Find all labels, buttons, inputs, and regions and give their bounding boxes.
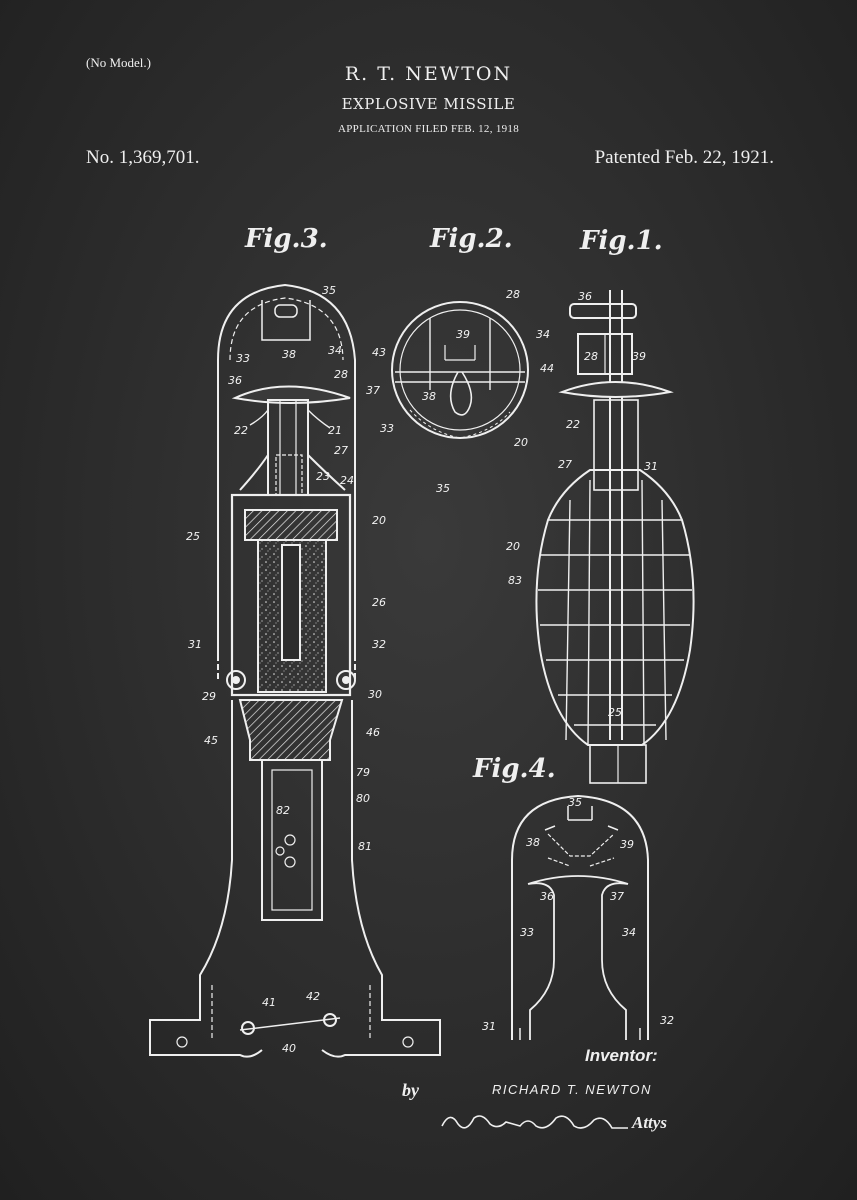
inventor-name-heading: R. T. NEWTON [344, 63, 513, 85]
by-label: by [402, 1080, 419, 1100]
figure-3-label: Fig.3. [245, 224, 328, 254]
figure-4-reference-numerals: 35 38 39 36 37 33 34 31 32 [482, 796, 674, 1033]
ref-numeral: 42 [306, 990, 320, 1003]
ref-numeral: 28 [506, 288, 520, 301]
ref-numeral: 45 [204, 734, 218, 747]
ref-numeral: 28 [584, 350, 598, 363]
ref-numeral: 34 [536, 328, 550, 341]
ref-numeral: 41 [262, 996, 276, 1009]
ref-numeral: 39 [620, 838, 634, 851]
ref-numeral: 44 [540, 362, 554, 375]
patent-number: No. 1,369,701. [86, 147, 200, 168]
ref-numeral: 29 [202, 690, 216, 703]
ref-numeral: 20 [372, 514, 386, 527]
ref-numeral: 25 [608, 706, 622, 719]
application-filed-date: APPLICATION FILED FEB. 12, 1918 [337, 123, 520, 135]
ref-numeral: 35 [322, 284, 336, 297]
figure-2-reference-numerals: 28 39 34 43 44 38 33 20 35 [372, 288, 554, 495]
patented-date: Patented Feb. 22, 1921. [594, 147, 774, 168]
ref-numeral: 39 [632, 350, 646, 363]
ref-numeral: 31 [188, 638, 202, 651]
ref-numeral: 32 [660, 1014, 674, 1027]
ref-numeral: 24 [340, 474, 354, 487]
ref-numeral: 27 [334, 444, 348, 457]
attorneys-label: Attys [632, 1113, 667, 1132]
ref-numeral: 22 [566, 418, 580, 431]
ref-numeral: 46 [366, 726, 380, 739]
ref-numeral: 35 [568, 796, 582, 809]
figure-1-drawing [535, 290, 695, 784]
ref-numeral: 80 [356, 792, 370, 805]
ref-numeral: 31 [482, 1020, 496, 1033]
ref-numeral: 38 [422, 390, 436, 403]
no-model-note: (No Model.) [86, 55, 151, 70]
ref-numeral: 36 [578, 290, 592, 303]
ref-numeral: 37 [366, 384, 380, 397]
ref-numeral: 39 [456, 328, 470, 341]
ref-numeral: 22 [234, 424, 248, 437]
ref-numeral: 26 [372, 596, 386, 609]
ref-numeral: 37 [610, 890, 624, 903]
ref-numeral: 27 [558, 458, 572, 471]
ref-numeral: 34 [328, 344, 342, 357]
patent-title: EXPLOSIVE MISSILE [341, 95, 516, 113]
attorney-signature-scribble [441, 1115, 628, 1129]
ref-numeral: 40 [282, 1042, 296, 1055]
ref-numeral: 23 [316, 470, 330, 483]
figure-2-drawing [391, 301, 529, 439]
figure-2-label: Fig.2. [430, 224, 513, 254]
ref-numeral: 38 [282, 348, 296, 361]
ref-numeral: 21 [328, 424, 342, 437]
ref-numeral: 38 [526, 836, 540, 849]
ref-numeral: 32 [372, 638, 386, 651]
ref-numeral: 20 [514, 436, 528, 449]
figure-4-label: Fig.4. [473, 754, 556, 784]
ref-numeral: 28 [334, 368, 348, 381]
figure-1-reference-numerals: 36 28 39 22 27 31 20 83 25 [506, 290, 658, 719]
ref-numeral: 82 [276, 804, 290, 817]
inventor-label: Inventor: [585, 1046, 658, 1065]
figure-3-reference-numerals: 35 33 38 34 36 28 37 22 21 27 23 24 25 2… [186, 284, 386, 1055]
ref-numeral: 34 [622, 926, 636, 939]
inventor-signature: RICHARD T. NEWTON [492, 1082, 652, 1097]
figure-4-drawing [511, 794, 649, 1040]
ref-numeral: 30 [368, 688, 382, 701]
ref-numeral: 36 [540, 890, 554, 903]
ref-numeral: 36 [228, 374, 242, 387]
figure-1-label: Fig.1. [580, 226, 663, 256]
ref-numeral: 79 [356, 766, 370, 779]
ref-numeral: 83 [508, 574, 522, 587]
ref-numeral: 25 [186, 530, 200, 543]
ref-numeral: 31 [644, 460, 658, 473]
ref-numeral: 35 [436, 482, 450, 495]
ref-numeral: 33 [380, 422, 394, 435]
ref-numeral: 33 [520, 926, 534, 939]
ref-numeral: 33 [236, 352, 250, 365]
figure-3-drawing [149, 283, 441, 1058]
ref-numeral: 81 [358, 840, 372, 853]
ref-numeral: 43 [372, 346, 386, 359]
ref-numeral: 20 [506, 540, 520, 553]
